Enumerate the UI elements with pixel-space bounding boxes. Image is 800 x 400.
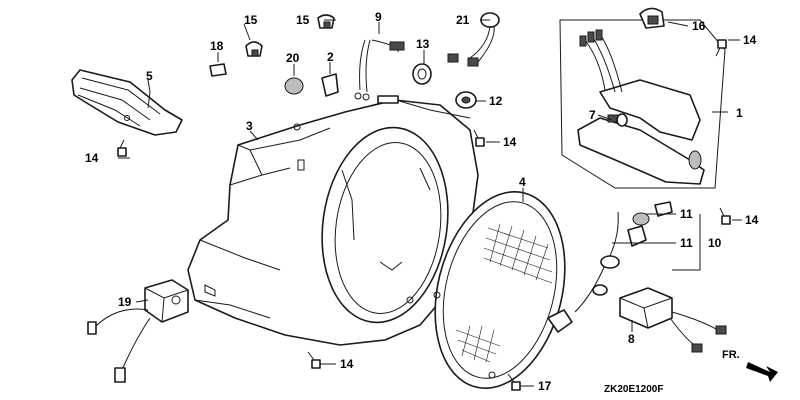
callout-14-d: 14 bbox=[745, 213, 759, 227]
part-20-rubber-cap bbox=[284, 77, 304, 95]
callout-15-a: 15 bbox=[244, 13, 258, 27]
callout-11-a: 11 bbox=[680, 207, 693, 221]
part-3-fan-housing bbox=[187, 99, 479, 346]
arrow-icon bbox=[746, 362, 778, 382]
part-12-knob bbox=[455, 91, 477, 109]
drawing-code: ZK20E1200F bbox=[604, 384, 663, 395]
part-1-bracket-assembly bbox=[559, 19, 726, 189]
bolt-14-a bbox=[117, 139, 127, 157]
part-15-clip-a bbox=[245, 41, 263, 57]
callout-labels: 1 2 3 4 5 7 8 9 10 11 11 12 13 14 14 14 … bbox=[85, 10, 759, 393]
callout-18: 18 bbox=[210, 39, 224, 53]
callout-9: 9 bbox=[375, 10, 382, 24]
bolt-14-b bbox=[473, 129, 485, 147]
bolt-14-e bbox=[307, 351, 321, 369]
callout-8: 8 bbox=[628, 332, 635, 346]
front-label: FR. bbox=[722, 349, 740, 361]
part-13-grommet bbox=[412, 63, 432, 85]
callout-17: 17 bbox=[538, 379, 552, 393]
bolt-17 bbox=[507, 373, 521, 391]
leader-lines bbox=[118, 19, 742, 387]
part-2-clamp bbox=[321, 73, 339, 97]
part-4-mesh-screen bbox=[433, 191, 566, 389]
part-15-clip-b bbox=[317, 14, 335, 29]
callout-1: 1 bbox=[736, 106, 743, 120]
callout-16: 16 bbox=[692, 19, 706, 33]
callout-3: 3 bbox=[246, 119, 253, 133]
callout-11-b: 11 bbox=[680, 236, 693, 250]
callout-12: 12 bbox=[489, 94, 503, 108]
part-10-harness-grommet bbox=[547, 201, 673, 333]
part-19-switch-box bbox=[87, 279, 189, 383]
part-16-clip bbox=[639, 7, 665, 29]
callout-14-e: 14 bbox=[340, 357, 354, 371]
callout-13: 13 bbox=[416, 37, 430, 51]
part-7-bushing bbox=[616, 113, 628, 127]
callout-10: 10 bbox=[708, 236, 722, 250]
callout-19: 19 bbox=[118, 295, 132, 309]
callout-21: 21 bbox=[456, 13, 470, 27]
callout-2: 2 bbox=[327, 50, 334, 64]
part-18-clip bbox=[209, 63, 227, 77]
callout-4: 4 bbox=[519, 175, 526, 189]
bolt-14-c bbox=[715, 39, 727, 57]
callout-15-b: 15 bbox=[296, 13, 310, 27]
part-9-wire-lead bbox=[354, 39, 471, 119]
callout-14-b: 14 bbox=[503, 135, 517, 149]
part-8-control-module bbox=[619, 287, 727, 353]
bolt-14-d bbox=[719, 207, 731, 225]
callout-14-a: 14 bbox=[85, 151, 99, 165]
front-direction-arrow: FR. bbox=[722, 349, 778, 382]
callout-14-c: 14 bbox=[743, 33, 757, 47]
callout-5: 5 bbox=[146, 69, 153, 83]
callout-20: 20 bbox=[286, 51, 300, 65]
part-5-cover-plate bbox=[71, 69, 183, 136]
callout-7: 7 bbox=[589, 108, 596, 122]
